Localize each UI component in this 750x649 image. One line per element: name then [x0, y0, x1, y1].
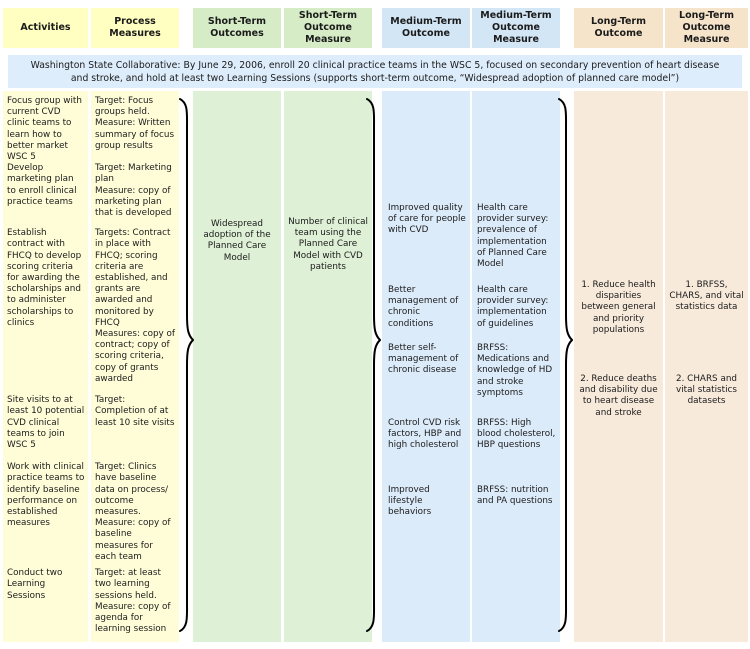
medium-term-row: Control CVD risk factors, HBP and high c…	[382, 418, 560, 485]
medium-term-outcome-cell: Better self-management of chronic diseas…	[388, 343, 459, 376]
long-term-section: 1. Reduce health disparities between gen…	[574, 91, 748, 419]
medium-term-row: Improved quality of care for people with…	[382, 203, 560, 285]
process-measures-column-background	[91, 91, 179, 642]
short-term-outcomes-column-background	[193, 91, 281, 642]
activity-row: Develop marketing plan to enroll clinica…	[3, 163, 179, 228]
medium-term-outcome-cell: Control CVD risk factors, HBP and high c…	[388, 418, 462, 451]
medium-term-outcome-measure-column-background	[472, 91, 560, 642]
medium-term-measure-cell: BRFSS: nutrition and PA questions	[477, 485, 553, 507]
long-term-outcome-column-background	[574, 91, 663, 642]
grouping-brace-icon	[558, 98, 573, 632]
activity-cell: Develop marketing plan to enroll clinica…	[7, 163, 77, 207]
medium-term-row: Better management of chronic conditions …	[382, 285, 560, 343]
long-term-row: 1. Reduce health disparities between gen…	[574, 280, 748, 374]
column-header-process-measures: Process Measures	[91, 8, 179, 48]
grouping-brace-icon	[179, 98, 194, 632]
activity-row: Establish contract with FHCQ to develop …	[3, 228, 179, 395]
column-header-long-term-outcome: Long-Term Outcome	[574, 8, 663, 48]
long-term-outcome-cell: 2. Reduce deaths and disability due to h…	[579, 374, 658, 418]
medium-term-row: Improved lifestyle behaviors BRFSS: nutr…	[382, 485, 560, 519]
activities-section: Focus group with current CVD clinic team…	[3, 91, 179, 635]
activity-cell: Establish contract with FHCQ to develop …	[7, 228, 82, 328]
process-measure-cell: Target: Marketing plan Measure: copy of …	[95, 163, 172, 219]
medium-term-outcome-cell: Improved lifestyle behaviors	[388, 485, 432, 518]
column-header-medium-term-outcome: Medium-Term Outcome	[382, 8, 470, 48]
medium-term-outcome-column-background	[382, 91, 470, 642]
activity-cell: Work with clinical practice teams to ide…	[7, 462, 85, 529]
process-measure-cell: Targets: Contract in place with FHCQ; sc…	[95, 228, 176, 384]
activity-cell: Focus group with current CVD clinic team…	[7, 96, 82, 163]
column-header-medium-term-outcome-measure: Medium-Term Outcome Measure	[472, 8, 560, 48]
grouping-brace-icon	[366, 98, 381, 632]
short-term-outcome-cell: Widespread adoption of the Planned Care …	[203, 219, 271, 263]
column-header-short-term-outcome-measure: Short-Term Outcome Measure	[284, 8, 372, 48]
short-term-outcome-measure-column-background	[284, 91, 372, 642]
activity-row: Site visits to at least 10 potential CVD…	[3, 395, 179, 462]
activities-column-background	[3, 91, 88, 642]
medium-term-outcome-cell: Improved quality of care for people with…	[388, 203, 466, 236]
column-header-short-term-outcomes: Short-Term Outcomes	[193, 8, 281, 48]
collaborative-goal-banner: Washington State Collaborative: By June …	[8, 55, 742, 88]
column-header-long-term-outcome-measure: Long-Term Outcome Measure	[665, 8, 748, 48]
activity-cell: Conduct two Learning Sessions	[7, 568, 63, 601]
long-term-measure-cell: 2. CHARS and vital statistics datasets	[675, 374, 737, 407]
activity-row: Focus group with current CVD clinic team…	[3, 96, 179, 163]
short-term-outcome-measure-cell: Number of clinical team using the Planne…	[288, 217, 368, 272]
process-measure-cell: Target: at least two learning sessions h…	[95, 568, 171, 635]
medium-term-row: Better self-management of chronic diseas…	[382, 343, 560, 418]
medium-term-measure-cell: Health care provider survey: implementat…	[477, 285, 549, 329]
long-term-measure-cell: 1. BRFSS, CHARS, and vital statistics da…	[669, 280, 744, 313]
medium-term-outcome-cell: Better management of chronic conditions	[388, 285, 459, 329]
medium-term-section: Improved quality of care for people with…	[382, 91, 560, 519]
column-header-activities: Activities	[3, 8, 88, 48]
medium-term-measure-cell: BRFSS: High blood cholesterol, HBP quest…	[477, 418, 556, 451]
long-term-row: 2. Reduce deaths and disability due to h…	[574, 374, 748, 419]
process-measure-cell: Target: Focus groups held. Measure: Writ…	[95, 96, 175, 151]
long-term-outcome-measure-column-background	[665, 91, 748, 642]
long-term-outcome-cell: 1. Reduce health disparities between gen…	[581, 280, 656, 335]
medium-term-measure-cell: BRFSS: Medications and knowledge of HD a…	[477, 343, 553, 398]
process-measure-cell: Target: Completion of at least 10 site v…	[95, 395, 175, 428]
activity-row: Conduct two Learning Sessions Target: at…	[3, 568, 179, 635]
activity-cell: Site visits to at least 10 potential CVD…	[7, 395, 85, 451]
activity-row: Work with clinical practice teams to ide…	[3, 462, 179, 568]
medium-term-measure-cell: Health care provider survey: prevalence …	[477, 203, 549, 270]
process-measure-cell: Target: Clinics have baseline data on pr…	[95, 462, 171, 562]
